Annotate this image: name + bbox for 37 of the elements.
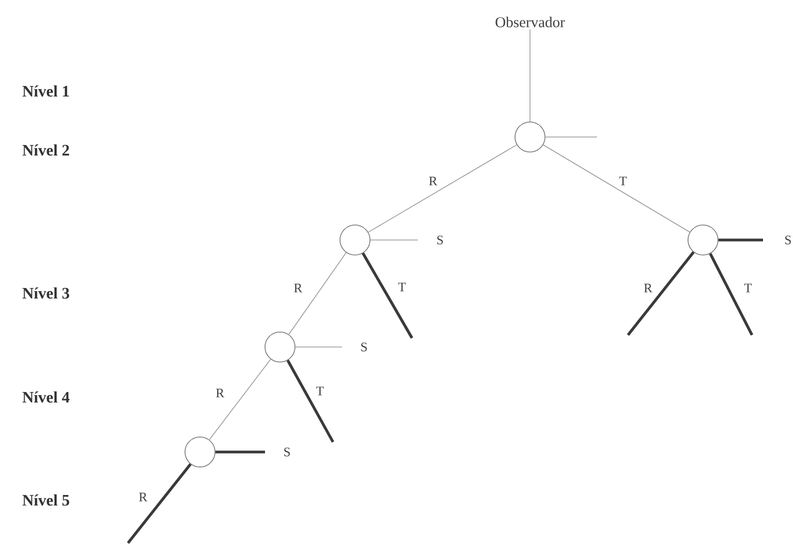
branch-line bbox=[718, 238, 763, 242]
edge-label: R bbox=[214, 388, 226, 398]
edge-label: R bbox=[428, 176, 438, 186]
edge-label: T bbox=[397, 282, 407, 292]
circle-node bbox=[688, 224, 718, 256]
branch-line bbox=[126, 463, 192, 544]
circle-node bbox=[340, 224, 370, 256]
level-label: Nível 1 bbox=[22, 85, 69, 97]
branch-line bbox=[215, 450, 265, 454]
level-label: Nível 3 bbox=[22, 287, 70, 299]
edge-label: T bbox=[618, 176, 628, 186]
edge-label: S bbox=[282, 446, 292, 458]
branch-line bbox=[626, 251, 695, 336]
branch-line bbox=[362, 252, 414, 339]
branch-line bbox=[708, 252, 754, 336]
circle-node bbox=[264, 332, 296, 362]
edge-label: S bbox=[783, 234, 793, 246]
edge-label: S bbox=[359, 342, 369, 352]
circle-node bbox=[184, 436, 216, 468]
branch-line bbox=[288, 252, 347, 335]
edge-label: S bbox=[435, 234, 445, 246]
node-label: Observador bbox=[496, 16, 565, 28]
level-label: Nível 4 bbox=[22, 391, 70, 403]
branch-line bbox=[542, 144, 690, 233]
level-label: Nível 5 bbox=[22, 494, 70, 506]
branch-line bbox=[545, 136, 598, 138]
branch-line bbox=[295, 346, 342, 348]
edge-label: R bbox=[642, 282, 654, 294]
edge-label: R bbox=[292, 282, 304, 294]
circle-node bbox=[514, 122, 546, 152]
level-label: Nível 2 bbox=[22, 144, 70, 156]
edge-label: T bbox=[315, 386, 325, 396]
branch-line bbox=[368, 144, 518, 233]
edge-label: R bbox=[138, 492, 148, 502]
branch-line bbox=[286, 360, 334, 443]
branch-line bbox=[208, 358, 272, 440]
edge-label: T bbox=[743, 282, 753, 294]
